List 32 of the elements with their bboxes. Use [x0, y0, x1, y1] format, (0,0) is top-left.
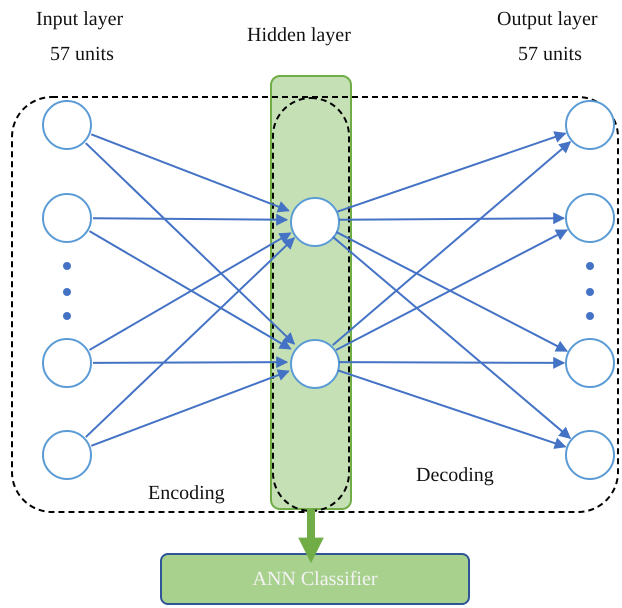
- layer-label: Output layer: [497, 8, 598, 31]
- neuron-circle: [290, 339, 340, 389]
- neuron-circle: [42, 430, 92, 480]
- layer-label: 57 units: [50, 43, 114, 66]
- arrow: [337, 131, 567, 213]
- region-label: Encoding: [148, 482, 225, 505]
- arrow: [85, 237, 296, 438]
- layer-label: Hidden layer: [247, 24, 351, 47]
- neuron-circle: [565, 338, 615, 388]
- arrow: [332, 141, 572, 346]
- neuron-circle: [565, 100, 615, 150]
- arrow: [339, 212, 566, 224]
- neuron-circle: [565, 430, 615, 480]
- neuron-circle: [290, 197, 340, 247]
- neuron-circle: [565, 193, 615, 243]
- layer-label: Input layer: [36, 8, 124, 31]
- arrow: [337, 369, 566, 449]
- neuron-circle: [42, 338, 92, 388]
- classifier-label: ANN Classifier: [252, 568, 378, 590]
- arrow: [93, 356, 288, 368]
- arrow: [85, 142, 296, 345]
- arrow: [93, 214, 288, 226]
- layer-label: 57 units: [518, 43, 582, 66]
- arrow: [298, 510, 324, 564]
- neuron-circle: [42, 100, 92, 150]
- neuron-circle: [42, 193, 92, 243]
- arrow: [339, 356, 566, 369]
- arrow: [90, 133, 290, 212]
- region-label: Decoding: [416, 464, 494, 487]
- arrow: [332, 236, 572, 439]
- arrow: [90, 369, 290, 447]
- classifier-box: [160, 553, 470, 605]
